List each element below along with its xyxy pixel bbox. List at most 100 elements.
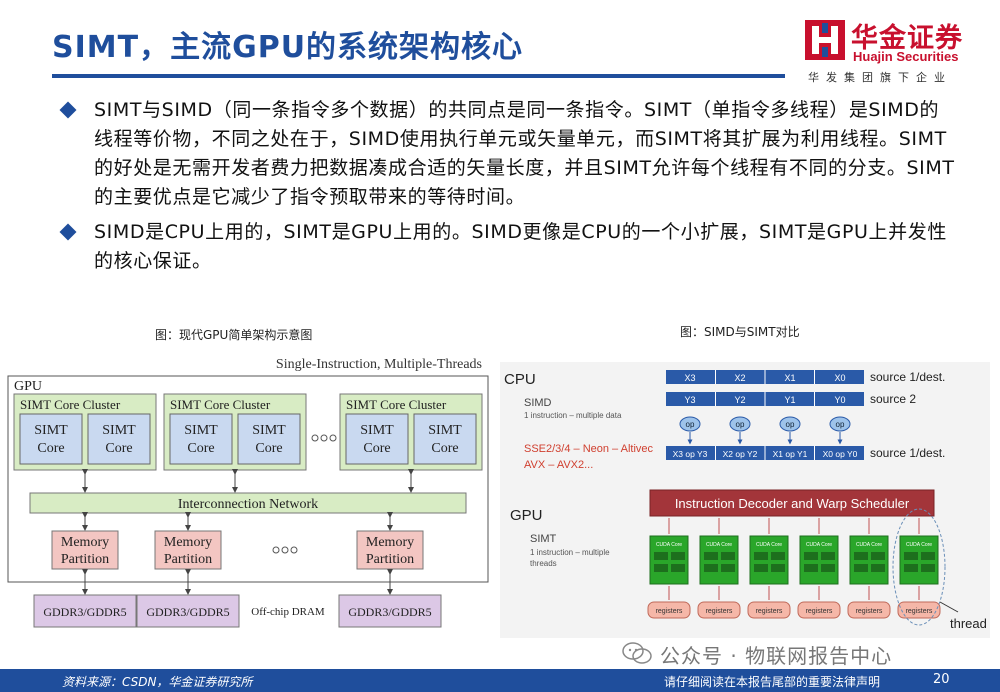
figure-left-caption: 图：现代GPU简单架构示意图	[155, 328, 313, 342]
registers-label: registers	[706, 608, 733, 615]
simt-label: SIMT	[530, 533, 557, 545]
x-cell: X3	[684, 373, 695, 383]
ellipsis-dots-icon	[272, 546, 298, 554]
bullet-text: SIMT与SIMD（同一条指令多个数据）的共同点是同一条指令。SIMT（单指令多…	[94, 99, 955, 208]
bidirectional-arrows	[82, 512, 393, 531]
y-cell: Y2	[734, 395, 745, 405]
flow-arrows	[687, 432, 843, 445]
source1-label: source 1/dest.	[870, 370, 945, 384]
figure-right-caption: 图：SIMD与SIMT对比	[680, 325, 800, 339]
op-node	[729, 416, 751, 432]
decoder-label: Instruction Decoder and Warp Scheduler	[675, 496, 910, 511]
simd-extensions: AVX – AVX2...	[524, 459, 593, 471]
op-node	[679, 416, 701, 432]
registers-label: registers	[856, 608, 883, 615]
core-label: Core	[431, 441, 458, 456]
simt-banner: Single-Instruction, Multiple-Threads	[276, 357, 482, 372]
result-register	[666, 446, 864, 460]
footer-bar: 资料来源：CSDN，华金证券研究所 请仔细阅读在本报告尾部的重要法律声明 20	[0, 669, 1000, 692]
cluster-label: SIMT Core Cluster	[170, 397, 271, 412]
ellipsis-dots-icon	[311, 434, 337, 442]
cluster-label: SIMT Core Cluster	[20, 397, 121, 412]
instruction-decoder	[649, 489, 935, 517]
memory-label: Partition	[61, 552, 109, 567]
core-label: SIMT	[102, 423, 136, 438]
gpu-label: GPU	[14, 379, 42, 394]
bidirectional-arrows	[82, 569, 393, 595]
core-label: Core	[363, 441, 390, 456]
dram-label: GDDR3/GDDR5	[43, 605, 126, 619]
diamond-bullet-icon	[59, 223, 77, 241]
bullet-item: SIMT与SIMD（同一条指令多个数据）的共同点是同一条指令。SIMT（单指令多…	[59, 96, 955, 212]
page-number: 20	[933, 672, 950, 687]
source2-label: source 2	[870, 392, 916, 406]
cuda-core-units	[654, 552, 935, 572]
thread-highlight	[892, 508, 946, 626]
core-label: Core	[105, 441, 132, 456]
wechat-icon	[622, 642, 652, 664]
dram-module	[338, 594, 442, 628]
register-row	[647, 601, 941, 619]
watermark-text: 公众号 · 物联网报告中心	[660, 644, 893, 668]
simt-core	[345, 413, 409, 465]
memory-label: Memory	[61, 535, 109, 550]
op-node	[829, 416, 851, 432]
memory-label: Partition	[164, 552, 212, 567]
cluster-label: SIMT Core Cluster	[346, 397, 447, 412]
op-label: op	[836, 420, 845, 429]
footer-source: 资料来源：CSDN，华金证券研究所	[62, 675, 253, 689]
memory-label: Memory	[366, 535, 414, 550]
logo-subtitle: 华发集团旗下企业	[808, 71, 952, 84]
dest-label: source 1/dest.	[870, 446, 945, 460]
cuda-core-label: CUDA Core	[806, 542, 832, 548]
gpu-architecture-diagram: Single-Instruction, Multiple-Threads GPU…	[7, 357, 489, 628]
dram-module	[33, 594, 137, 628]
x-cell: X0	[834, 373, 845, 383]
diamond-bullet-icon	[59, 101, 77, 119]
x-cell: X2	[734, 373, 745, 383]
registers-label: registers	[656, 608, 683, 615]
cpu-label: CPU	[504, 371, 536, 388]
title-rule	[52, 74, 785, 78]
bullet-list: SIMT与SIMD（同一条指令多个数据）的共同点是同一条指令。SIMT（单指令多…	[59, 96, 955, 282]
core-label: SIMT	[428, 423, 462, 438]
source1-register	[666, 370, 864, 384]
op-label: op	[686, 420, 695, 429]
dram-label: GDDR3/GDDR5	[146, 605, 229, 619]
core-label: SIMT	[360, 423, 394, 438]
bullet-text: SIMD是CPU上用的，SIMT是GPU上用的。SIMD更像是CPU的一个小扩展…	[94, 221, 947, 272]
thread-label: thread	[950, 616, 987, 631]
core-label: Core	[187, 441, 214, 456]
x-cell: X1	[784, 373, 795, 383]
simd-vs-simt-diagram: CPU SIMD 1 instruction – multiple data S…	[500, 362, 990, 638]
source2-register	[666, 392, 864, 406]
core-label: Core	[37, 441, 64, 456]
footer-disclaimer: 请仔细阅读在本报告尾部的重要法律声明	[664, 675, 881, 689]
cuda-core-label: CUDA Core	[756, 542, 782, 548]
offchip-dram-label: Off-chip DRAM	[251, 606, 325, 618]
logo-chinese-name: 华金证券	[851, 23, 963, 54]
core-label: SIMT	[252, 423, 286, 438]
simt-desc: 1 instruction – multiple	[530, 548, 610, 557]
wechat-watermark: 公众号 · 物联网报告中心	[622, 640, 982, 668]
simt-core	[413, 413, 477, 465]
brand-logo: 华金证券 Huajin Securities 华发集团旗下企业	[805, 16, 985, 86]
dram-module	[136, 594, 240, 628]
y-cell: Y3	[684, 395, 695, 405]
op-label: op	[786, 420, 795, 429]
simd-label: SIMD	[524, 397, 552, 409]
flow-arrows	[668, 518, 920, 600]
result-cell: X1 op Y1	[773, 449, 808, 459]
memory-partition	[51, 530, 119, 570]
simt-core	[87, 413, 151, 465]
simt-core	[19, 413, 83, 465]
simd-desc: 1 instruction – multiple data	[524, 411, 622, 420]
simd-extensions: SSE2/3/4 – Neon – Altivec	[524, 443, 654, 455]
huajin-logo-icon	[805, 20, 845, 60]
op-node	[779, 416, 801, 432]
dram-label: GDDR3/GDDR5	[348, 605, 431, 619]
registers-label: registers	[756, 608, 783, 615]
interconnect-label: Interconnection Network	[178, 497, 318, 512]
thread-pointer	[939, 601, 959, 613]
cuda-core-label: CUDA Core	[856, 542, 882, 548]
